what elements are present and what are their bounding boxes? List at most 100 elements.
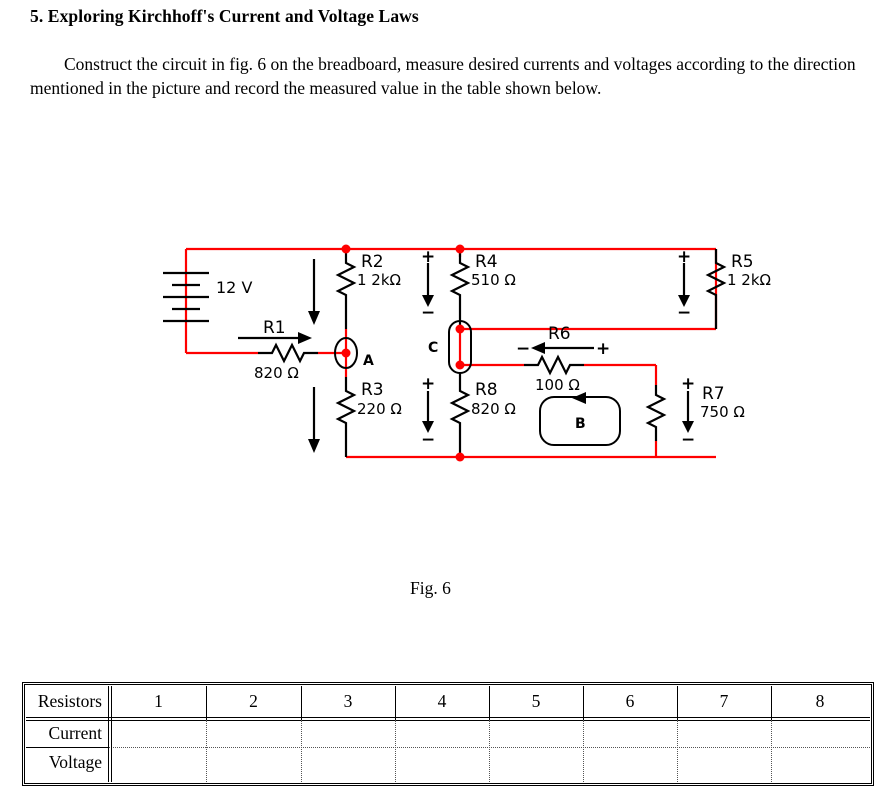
- resistor-R2-symbol: [308, 249, 357, 329]
- resistor-R3-value: 220 Ω: [357, 400, 402, 418]
- column-header-1: 1: [154, 691, 163, 712]
- measurement-table: Resistors Current Voltage 1 2 3 4 5 6 7 …: [22, 682, 874, 786]
- table-hline-header2: [26, 720, 870, 721]
- resistor-R7-value: 750 Ω: [700, 403, 745, 421]
- table-vline-c6-body: [677, 720, 678, 782]
- resistor-R5-ref: R5: [731, 252, 754, 272]
- resistor-R5-symbol: [678, 249, 727, 329]
- table-vline-c4-body: [489, 720, 490, 782]
- resistor-R4-value: 510 Ω: [471, 271, 516, 289]
- resistor-R6-value: 100 Ω: [535, 376, 580, 394]
- voltage-cell-6[interactable]: [583, 748, 677, 782]
- column-header-3: 3: [343, 691, 353, 712]
- column-header-4: 4: [437, 691, 447, 712]
- node-C-label: C: [428, 340, 438, 356]
- resistor-R2-value: 1 2kΩ: [357, 271, 401, 289]
- junction-dot-C-bottom: [455, 360, 465, 370]
- column-header-8: 8: [815, 691, 825, 712]
- row-label-voltage: Voltage: [48, 752, 102, 773]
- loop-B-label: B: [575, 416, 586, 432]
- resistor-R8-symbol: [422, 373, 471, 457]
- voltage-cell-5[interactable]: [489, 748, 583, 782]
- voltage-cell-4[interactable]: [395, 748, 489, 782]
- table-vline-c6: [677, 686, 678, 720]
- voltage-cell-1[interactable]: [111, 748, 206, 782]
- table-vline-c3: [395, 686, 396, 720]
- node-A-label: A: [363, 353, 374, 369]
- polarity-plus-r4: +: [421, 247, 435, 267]
- column-header-2: 2: [249, 691, 258, 712]
- resistor-R4-symbol: [422, 249, 471, 329]
- junction-dot-bottom-mid: [455, 452, 465, 462]
- resistor-R7-ref: R7: [702, 384, 725, 404]
- resistor-R4-ref: R4: [475, 252, 498, 272]
- row-label-current: Current: [48, 723, 102, 744]
- junction-dot-C-top: [455, 324, 465, 334]
- current-cell-2[interactable]: [206, 721, 301, 747]
- table-vline-c7: [771, 686, 772, 720]
- current-cell-6[interactable]: [583, 721, 677, 747]
- section-heading: 5. Exploring Kirchhoff's Current and Vol…: [30, 6, 419, 26]
- resistor-R7-symbol: [645, 385, 694, 441]
- instruction-paragraph: Construct the circuit in fig. 6 on the b…: [30, 54, 856, 98]
- battery-label: 12 V: [216, 278, 252, 297]
- table-vline-c1-body: [206, 720, 207, 782]
- table-vline-c3-body: [395, 720, 396, 782]
- table-hline-current: [26, 747, 870, 748]
- current-cell-3[interactable]: [301, 721, 395, 747]
- table-vline-c2-body: [301, 720, 302, 782]
- junction-dot-top-mid: [455, 244, 465, 254]
- table-vline-labelcol-a: [108, 686, 109, 782]
- polarity-minus-r8: −: [421, 430, 435, 450]
- resistor-R1-symbol: [238, 332, 318, 364]
- table-hline-current-left: [26, 747, 108, 748]
- polarity-minus-r6: −: [516, 339, 530, 359]
- table-vline-c5-body: [583, 720, 584, 782]
- table-hline-header: [26, 717, 870, 718]
- figure-caption: Fig. 6: [410, 578, 451, 598]
- polarity-plus-r5: +: [677, 247, 691, 267]
- row-label-resistors: Resistors: [37, 691, 102, 712]
- resistor-R1-ref: R1: [263, 318, 286, 338]
- current-cell-5[interactable]: [489, 721, 583, 747]
- polarity-minus-r5: −: [677, 303, 691, 323]
- resistor-R3-symbol: [308, 377, 357, 457]
- loop-B-marker: [539, 392, 621, 446]
- polarity-plus-r7: +: [681, 374, 695, 394]
- polarity-minus-r4: −: [421, 303, 435, 323]
- table-vline-c7-body: [771, 720, 772, 782]
- circuit-figure: 12 V R1 820 Ω R2 1 2kΩ A R3 220 Ω R4 510…: [0, 225, 896, 495]
- voltage-cell-3[interactable]: [301, 748, 395, 782]
- resistor-R5-value: 1 2kΩ: [727, 271, 771, 289]
- polarity-plus-r6: +: [596, 339, 610, 359]
- voltage-cell-8[interactable]: [771, 748, 869, 782]
- polarity-minus-r7: −: [681, 430, 695, 450]
- column-header-5: 5: [531, 691, 541, 712]
- node-A-marker: [334, 337, 358, 369]
- resistor-R1-value: 820 Ω: [254, 364, 299, 382]
- voltage-cell-2[interactable]: [206, 748, 301, 782]
- battery-symbol: [163, 271, 209, 323]
- current-cell-7[interactable]: [677, 721, 771, 747]
- table-vline-c1: [206, 686, 207, 720]
- resistor-R8-value: 820 Ω: [471, 400, 516, 418]
- resistor-R8-ref: R8: [475, 380, 498, 400]
- table-vline-c4: [489, 686, 490, 720]
- voltage-cell-7[interactable]: [677, 748, 771, 782]
- polarity-plus-r8: +: [421, 374, 435, 394]
- resistor-R6-symbol: [524, 342, 594, 376]
- resistor-R3-ref: R3: [361, 380, 384, 400]
- table-vline-labelcol-b: [111, 686, 112, 782]
- current-cell-4[interactable]: [395, 721, 489, 747]
- column-header-6: 6: [625, 691, 635, 712]
- resistor-R2-ref: R2: [361, 252, 384, 272]
- node-dots: [341, 244, 465, 462]
- current-cell-8[interactable]: [771, 721, 869, 747]
- current-cell-1[interactable]: [111, 721, 206, 747]
- junction-dot-A: [341, 348, 351, 358]
- column-header-7: 7: [719, 691, 729, 712]
- table-outer-frame: [24, 684, 872, 784]
- table-vline-c2: [301, 686, 302, 720]
- table-vline-c5: [583, 686, 584, 720]
